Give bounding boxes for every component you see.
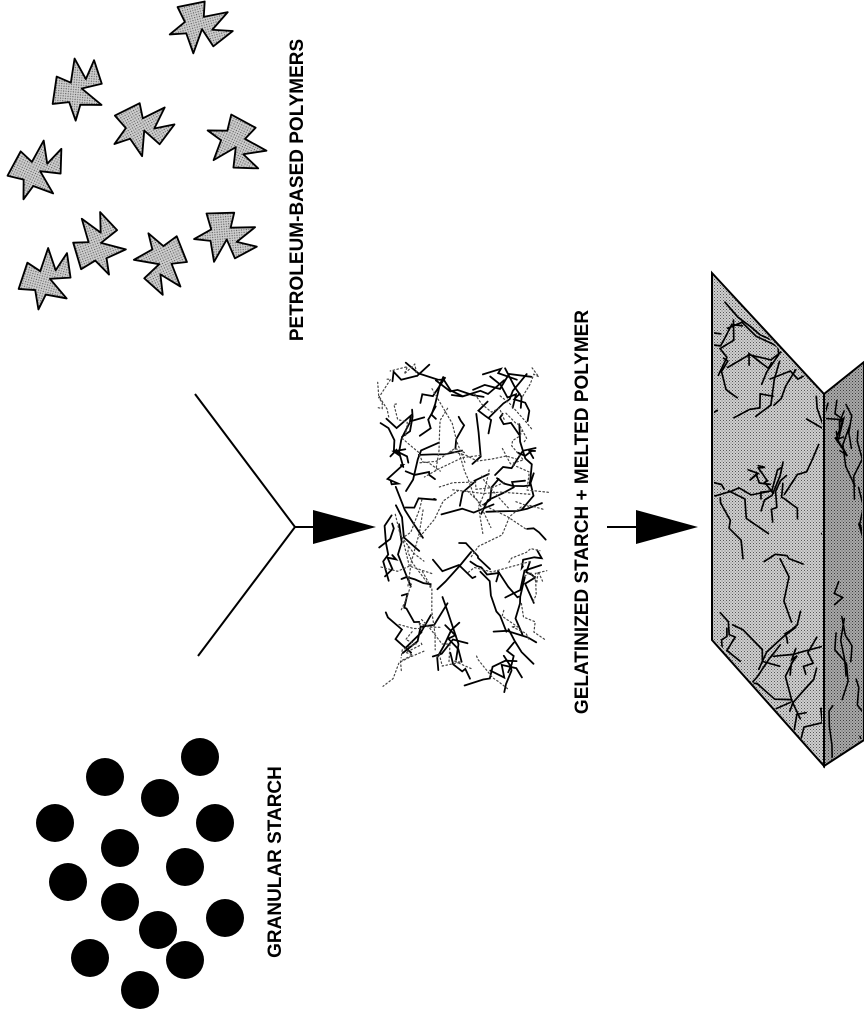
arrow-head-1 (313, 510, 376, 544)
starch-strand (381, 423, 409, 463)
polymer-strand (521, 604, 545, 640)
arrow-head-2 (636, 510, 698, 544)
starch-granule (101, 829, 139, 867)
starch-granule (141, 779, 179, 817)
polymer-strand (523, 368, 539, 396)
polymer-strand (436, 408, 448, 470)
process-arrow (607, 510, 698, 544)
starch-strand (815, 253, 861, 280)
starch-granule (121, 971, 159, 1009)
polymer-fragment (62, 206, 135, 283)
starch-strand (718, 690, 730, 739)
polymer-strand (506, 413, 527, 442)
polymer-strand (395, 514, 424, 561)
starch-granule (101, 883, 139, 921)
starch-granule (36, 804, 74, 842)
polymer-fragment (8, 241, 86, 317)
polymer-strand (420, 448, 465, 463)
starch-strand (388, 465, 403, 484)
starch-granule (139, 911, 177, 949)
starch-strand (743, 752, 780, 812)
starch-strand (721, 280, 763, 285)
starch-strand (714, 696, 767, 706)
starch-strand (742, 731, 758, 755)
starch-strand (406, 471, 435, 479)
polymer-strand (533, 571, 547, 602)
starch-granule (196, 804, 234, 842)
polymer-strand (383, 651, 424, 686)
polymer-strand (437, 654, 472, 669)
starch-strand (654, 331, 721, 334)
starch-strand (660, 410, 718, 434)
polymer-fragment (126, 225, 196, 299)
starch-granule (181, 738, 219, 776)
starch-strand (490, 665, 522, 678)
sheet-front-face (712, 273, 824, 766)
starch-strand (405, 615, 431, 648)
polymer-fragments (0, 0, 271, 317)
starch-strand (406, 363, 462, 396)
starch-strand (433, 560, 476, 578)
starch-granule (49, 863, 87, 901)
starch-strand (728, 233, 742, 285)
label-petroleum-polymers: PETROLEUM-BASED POLYMERS (287, 39, 308, 341)
polymer-fragment (0, 136, 74, 206)
polymer-fragment (39, 50, 119, 129)
polymer-fragment (201, 107, 271, 181)
starch-strand (406, 498, 437, 507)
starch-granule (71, 939, 109, 977)
starch-granule (166, 848, 204, 886)
starch-strand (420, 406, 436, 435)
starch-strand (480, 572, 506, 632)
starch-strand (771, 758, 788, 823)
starch-granule (86, 758, 124, 796)
starch-strand (740, 686, 756, 706)
polymer-strand (419, 490, 458, 537)
label-gelatinized-mixture: GELATINIZED STARCH + MELTED POLYMER (572, 310, 593, 714)
starch-granule (206, 899, 244, 937)
polymer-strand (471, 506, 522, 556)
starch-strand (784, 293, 799, 326)
starch-strand (403, 603, 448, 653)
polymer-fragment (161, 0, 239, 65)
starch-strand (402, 594, 419, 622)
starch-strand (820, 337, 847, 366)
gelatinized-mixture-network (376, 363, 549, 692)
starch-granules (36, 738, 244, 1009)
starch-strand (527, 528, 546, 539)
merge-arrow (195, 394, 376, 656)
polymer-fragment (107, 96, 178, 163)
starch-granule (166, 941, 204, 979)
starch-strand (798, 312, 819, 362)
starch-strand (455, 417, 464, 449)
starch-strand (758, 738, 782, 749)
polymer-strand (378, 382, 389, 417)
polymer-fragment (186, 198, 266, 277)
merge-lines (195, 394, 295, 656)
starch-strand (736, 259, 769, 287)
starch-strand (386, 416, 424, 428)
label-granular-starch: GRANULAR STARCH (265, 766, 286, 958)
